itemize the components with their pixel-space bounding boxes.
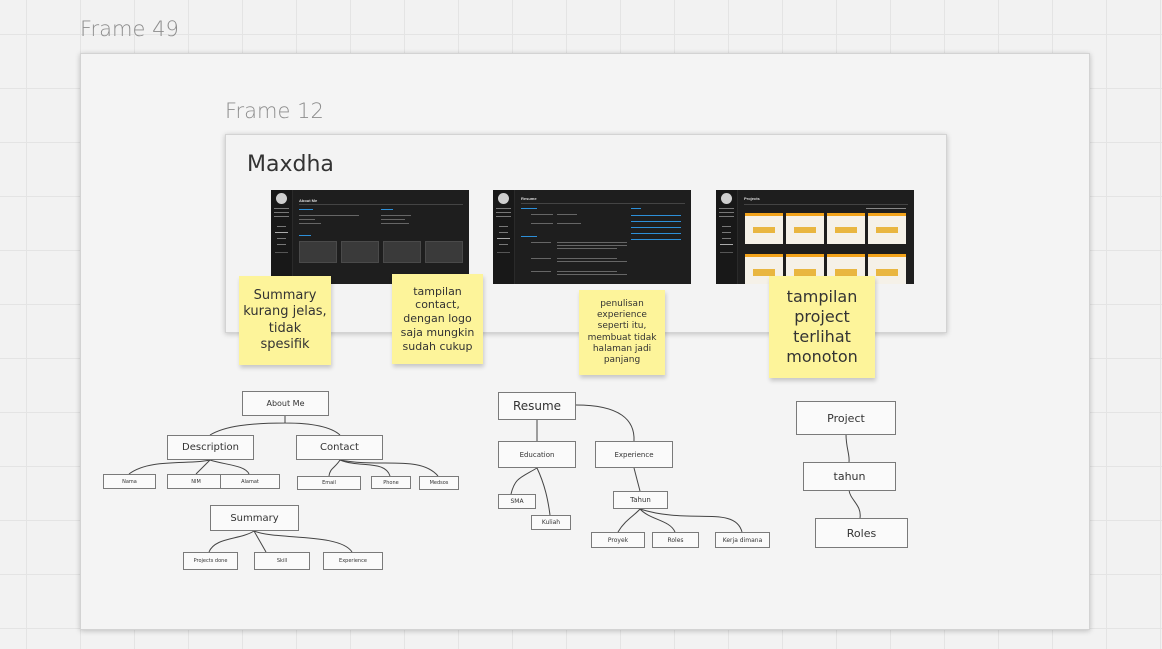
sticky-note[interactable]: tampilan contact, dengan logo saja mungk…: [392, 274, 483, 364]
node-education[interactable]: Education: [498, 441, 576, 468]
maxdha-title: Maxdha: [247, 152, 334, 177]
node-phone[interactable]: Phone: [371, 476, 411, 489]
node-about-me[interactable]: About Me: [242, 391, 329, 416]
node-project-tahun[interactable]: tahun: [803, 462, 896, 491]
projects-screenshot[interactable]: Projects: [716, 190, 914, 284]
node-project[interactable]: Project: [796, 401, 896, 435]
about-me-screenshot[interactable]: About Me: [271, 190, 469, 284]
node-resume[interactable]: Resume: [498, 392, 576, 420]
avatar: [721, 193, 732, 204]
mini-sidebar: [493, 190, 515, 284]
project-thumbnail: [745, 213, 783, 244]
frame-49-label[interactable]: Frame 49: [80, 17, 179, 41]
node-description[interactable]: Description: [167, 435, 254, 460]
node-project-roles[interactable]: Roles: [815, 518, 908, 548]
node-nama[interactable]: Nama: [103, 474, 156, 489]
node-kuliah[interactable]: Kuliah: [531, 515, 571, 530]
node-skill[interactable]: Skill: [254, 552, 310, 570]
resume-screenshot[interactable]: Resume: [493, 190, 691, 284]
node-experience[interactable]: Experience: [595, 441, 673, 468]
node-email[interactable]: Email: [297, 476, 361, 490]
node-tahun[interactable]: Tahun: [613, 491, 668, 509]
sticky-note[interactable]: tampilan project terlihat monoton: [769, 276, 875, 378]
node-alamat[interactable]: Alamat: [220, 474, 280, 489]
node-medsos[interactable]: Medsos: [419, 476, 459, 490]
node-sma[interactable]: SMA: [498, 494, 536, 509]
mini-sidebar: [271, 190, 293, 284]
avatar: [276, 193, 287, 204]
sticky-note[interactable]: penulisan experience seperti itu, membua…: [579, 290, 665, 375]
mini-page-title: Projects: [744, 196, 760, 201]
mini-sidebar: [716, 190, 738, 284]
sticky-note[interactable]: Summary kurang jelas, tidak spesifik: [239, 276, 331, 365]
mini-page-title: Resume: [521, 196, 537, 201]
node-summary[interactable]: Summary: [210, 505, 299, 531]
node-proyek[interactable]: Proyek: [591, 532, 645, 548]
mini-page-title: About Me: [299, 198, 318, 203]
node-experience-summary[interactable]: Experience: [323, 552, 383, 570]
node-nim[interactable]: NIM: [167, 474, 225, 489]
project-thumbnail: [786, 213, 824, 244]
node-kerja-dimana[interactable]: Kerja dimana: [715, 532, 770, 548]
avatar: [498, 193, 509, 204]
project-thumbnail: [868, 213, 906, 244]
frame-12-label[interactable]: Frame 12: [225, 99, 324, 123]
node-contact[interactable]: Contact: [296, 435, 383, 460]
node-roles[interactable]: Roles: [652, 532, 699, 548]
project-thumbnail: [827, 213, 865, 244]
node-projects-done[interactable]: Projects done: [183, 552, 238, 570]
